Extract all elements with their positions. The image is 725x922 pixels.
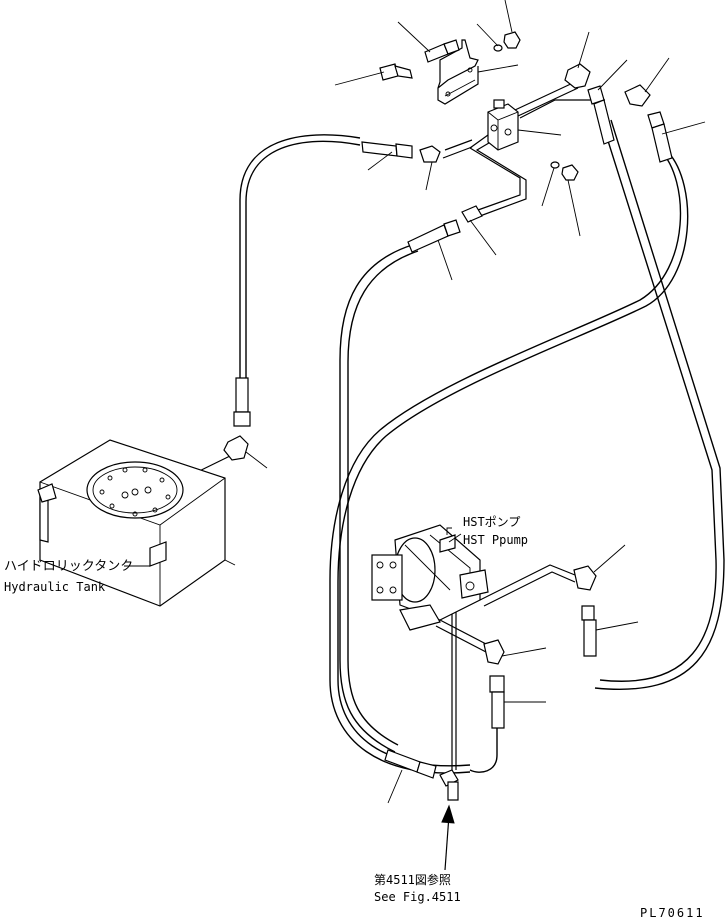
hose-routes — [184, 81, 725, 774]
reference-label-jp: 第4511図参照 — [374, 872, 451, 887]
hydraulic-tank — [37, 439, 236, 607]
pump-label-en: HST Ppump — [463, 533, 528, 547]
drawing-code: PL70611 — [640, 906, 705, 920]
leader-lines — [245, 0, 706, 804]
hst-pump — [371, 524, 489, 631]
cover-bolts — [99, 467, 171, 517]
control-valve — [487, 99, 519, 151]
mounting-bracket — [437, 39, 479, 105]
tank-label-en: Hydraulic Tank — [4, 580, 106, 594]
reference-label-en: See Fig.4511 — [374, 890, 461, 904]
reference-arrow — [441, 804, 455, 871]
fittings — [223, 31, 673, 801]
pump-label-jp: HSTポンプ — [463, 515, 520, 529]
tank-label-jp: ハイドロリックタンク — [4, 559, 133, 574]
pump-label-leader — [448, 533, 462, 543]
